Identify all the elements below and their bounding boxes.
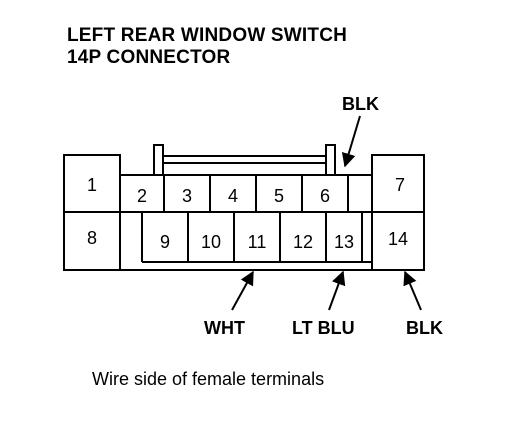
pin-11: 11 [248,232,267,252]
arrow-pin11 [231,270,254,311]
connector-outline [63,144,425,271]
pin-14: 14 [388,229,408,249]
arrow-pin14 [403,270,422,311]
diagram-title-line-1: LEFT REAR WINDOW SWITCH [67,25,348,46]
arrow-pin6 [341,115,361,168]
lock-tab-right [325,144,336,176]
callout-pin6-color: BLK [342,94,379,114]
pin-6: 6 [320,186,330,206]
diagram-title-line-2: 14P CONNECTOR [67,47,231,68]
pin-4: 4 [228,186,238,206]
callout-pin13-color: LT BLU [292,318,355,338]
pin-1: 1 [87,175,97,195]
pin-8: 8 [87,228,97,248]
pin-9: 9 [160,232,170,252]
pin-2: 2 [137,186,147,206]
callout-labels: BLK WHT LT BLU BLK [204,94,443,338]
callout-arrows [231,115,422,311]
callout-pin11-color: WHT [204,318,245,338]
callout-pin14-color: BLK [406,318,443,338]
pin-3: 3 [182,186,192,206]
pin-13: 13 [334,232,354,252]
pin-10: 10 [201,232,221,252]
lock-tab-left [153,144,164,176]
pin-12: 12 [293,232,313,252]
diagram-caption: Wire side of female terminals [92,369,325,389]
pin-7: 7 [395,175,405,195]
pin-5: 5 [274,186,284,206]
pin-labels: 1 2 3 4 5 6 7 8 9 10 11 12 13 14 [87,175,408,252]
arrow-pin13 [328,270,346,311]
